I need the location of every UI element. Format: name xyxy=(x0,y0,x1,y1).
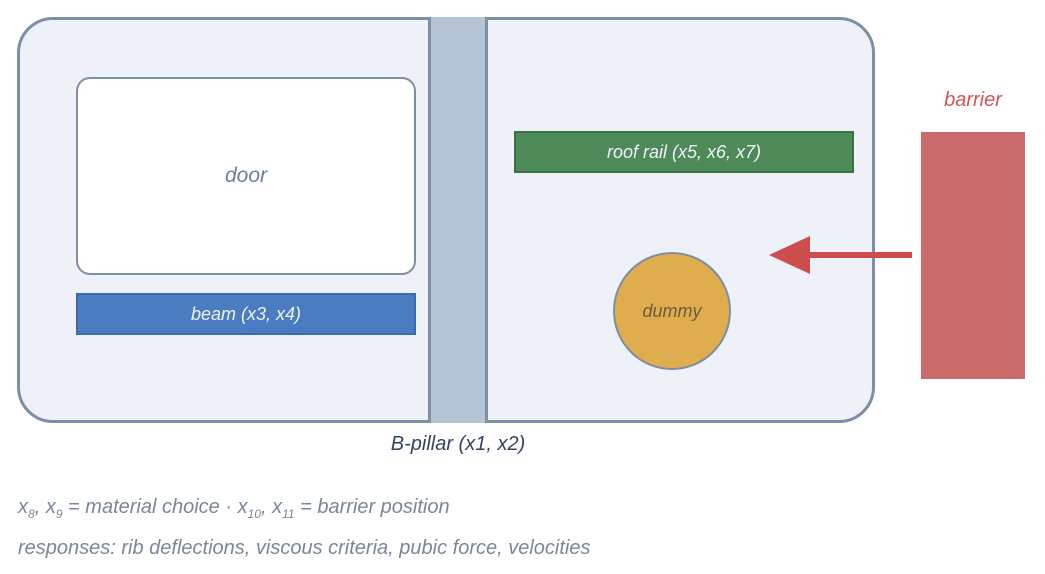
roof-rail-bar: roof rail (x5, x6, x7) xyxy=(514,131,854,173)
x8-subscript: 8 xyxy=(28,507,35,521)
arrow-left-icon xyxy=(769,236,912,274)
dummy-label: dummy xyxy=(642,300,702,321)
x9-symbol: x xyxy=(45,496,56,518)
barrier-label: barrier xyxy=(944,89,1002,111)
beam-bar: beam (x3, x4) xyxy=(76,293,416,335)
b-pillar-caption: B-pillar (x1, x2) xyxy=(390,433,526,455)
x11-symbol: x xyxy=(272,496,283,518)
b-pillar xyxy=(428,17,488,423)
responses-note: responses: rib deflections, viscous crit… xyxy=(18,537,591,559)
separator-2: , xyxy=(260,496,273,518)
separator-1: , xyxy=(34,496,46,518)
barrier-position-text: = barrier position xyxy=(294,496,450,518)
barrier-block xyxy=(921,132,1025,379)
dummy-circle: dummy xyxy=(613,252,731,370)
door-label: door xyxy=(224,164,268,187)
x11-subscript: 11 xyxy=(282,507,295,521)
variables-note: x8, x9 = material choice · x10, x11 = ba… xyxy=(18,496,450,521)
beam-label: beam (x3, x4) xyxy=(190,303,302,324)
roof-rail-label: roof rail (x5, x6, x7) xyxy=(606,141,762,162)
x8-symbol: x xyxy=(18,496,28,518)
door-panel: door xyxy=(76,77,416,275)
x10-symbol: x xyxy=(237,496,248,518)
x10-subscript: 10 xyxy=(247,507,261,521)
material-choice-text: = material choice · xyxy=(62,496,238,518)
x9-subscript: 9 xyxy=(55,507,63,521)
